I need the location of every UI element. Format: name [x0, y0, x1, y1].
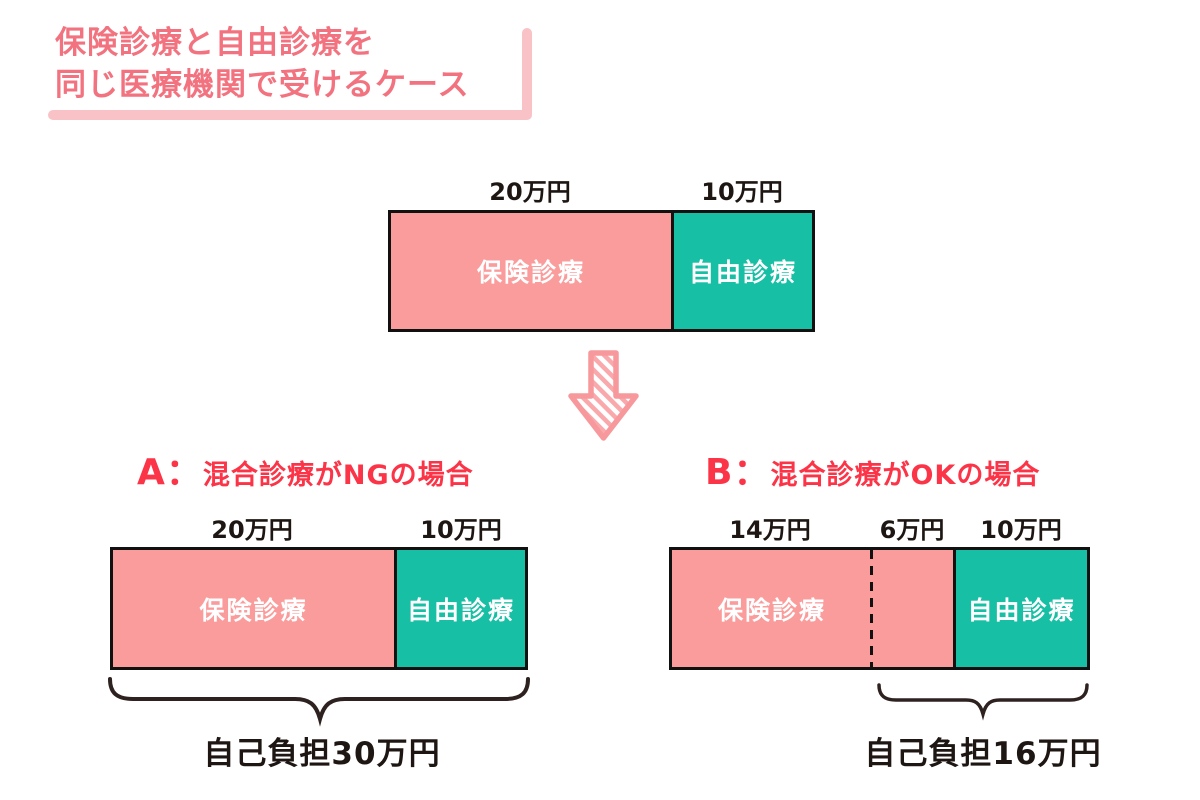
case-b-bar: 保険診療 自由診療: [669, 547, 1090, 670]
case-b-amount-selfpay-part: 6万円: [879, 516, 945, 544]
case-a-brace: [103, 676, 535, 732]
case-b-header: B：混合診療がOKの場合: [705, 452, 1041, 493]
total-bar: 保険診療 自由診療: [388, 210, 815, 332]
case-b-segment-free-label: 自由診療: [967, 595, 1076, 625]
case-b-segment-selfpay-part: [870, 550, 953, 667]
case-a-amount-free: 10万円: [420, 516, 502, 544]
case-a-selfpay-label: 自己負担30万円: [203, 736, 441, 772]
total-bar-segment-free: 自由診療: [670, 213, 812, 329]
down-arrow-icon: [563, 349, 643, 448]
total-bar-amount-insurance: 20万円: [489, 178, 571, 206]
case-b-segment-insurance: 保険診療: [672, 550, 872, 667]
total-bar-segment-free-label: 自由診療: [688, 258, 797, 287]
page-title: 保険診療と自由診療を 同じ医療機関で受けるケース: [55, 22, 469, 106]
case-a-segment-insurance-label: 保険診療: [199, 595, 308, 625]
case-a-segment-insurance: 保険診療: [113, 550, 394, 667]
title-line-2: 同じ医療機関で受けるケース: [55, 67, 470, 103]
case-b-segment-free: 自由診療: [953, 550, 1087, 667]
case-b-segment-insurance-label: 保険診療: [717, 595, 826, 625]
case-a-segment-free: 自由診療: [393, 550, 525, 667]
total-bar-amount-free: 10万円: [701, 178, 783, 206]
case-a-segment-free-label: 自由診療: [406, 595, 515, 625]
total-bar-segment-insurance: 保険診療: [391, 213, 671, 329]
case-a-amount-insurance: 20万円: [211, 516, 293, 544]
case-b-selfpay-label: 自己負担16万円: [864, 736, 1102, 772]
title-line-1: 保険診療と自由診療を: [55, 25, 375, 61]
title-accent-line-right: [522, 28, 532, 118]
case-a-header: A：混合診療がNGの場合: [137, 452, 474, 493]
case-b-amount-free: 10万円: [980, 516, 1062, 544]
dashed-divider-line: [870, 550, 873, 667]
total-bar-segment-insurance-label: 保険診療: [476, 258, 585, 287]
case-b-brace: [874, 682, 1092, 726]
case-b-amount-insurance: 14万円: [729, 516, 811, 544]
case-a-bar: 保険診療 自由診療: [110, 547, 528, 670]
title-accent-line-bottom: [48, 110, 532, 120]
